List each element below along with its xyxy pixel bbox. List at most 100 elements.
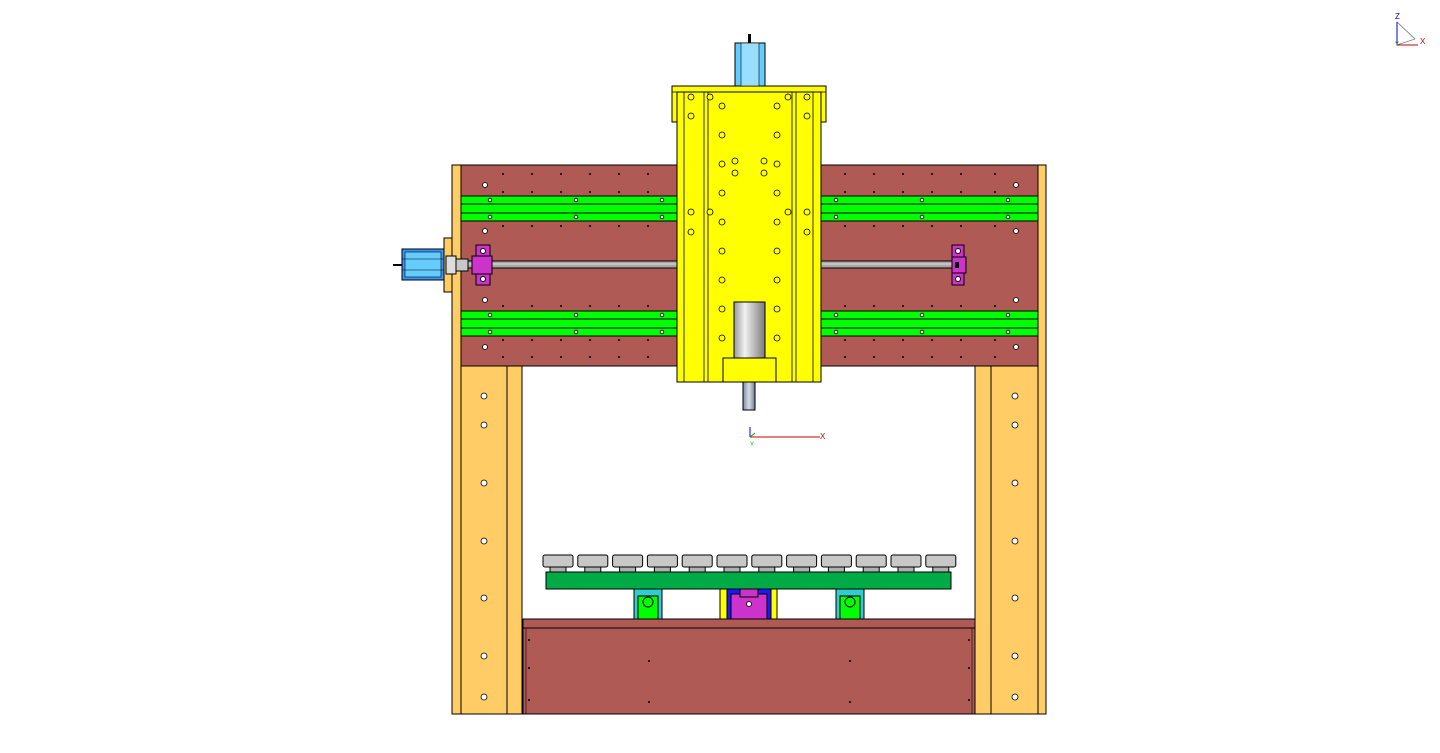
gantry-dot — [873, 191, 875, 193]
gantry-dot — [502, 173, 504, 175]
rail-hole — [659, 214, 665, 220]
table-clamp — [925, 554, 957, 573]
carriage-hole — [687, 228, 695, 236]
machine-bed — [522, 618, 976, 715]
carriage-hole — [718, 305, 726, 313]
bed-dot — [528, 699, 530, 701]
rail-hole — [659, 329, 665, 335]
gantry-dot — [873, 356, 875, 358]
carriage-hole — [773, 334, 781, 342]
rail-hole — [833, 312, 839, 318]
bed-dot — [528, 639, 530, 641]
gantry-dot — [960, 356, 962, 358]
rail-hole — [573, 197, 579, 203]
rail-hole — [919, 214, 925, 220]
carriage-hole — [773, 160, 781, 168]
gantry-dot — [844, 339, 846, 341]
carriage-hole — [773, 276, 781, 284]
rail-hole — [919, 197, 925, 203]
gantry-dot — [844, 173, 846, 175]
gantry-dot — [931, 225, 933, 227]
upright-hole — [480, 421, 488, 429]
upright-hole — [480, 537, 488, 545]
gantry-dot — [589, 191, 591, 193]
upright-hole — [1011, 421, 1019, 429]
bed-dot — [968, 667, 970, 669]
bed-dot — [849, 660, 851, 662]
gantry-dot — [618, 173, 620, 175]
gantry-hole — [1013, 297, 1019, 303]
gantry-dot — [844, 356, 846, 358]
carriage-hole — [718, 247, 726, 255]
left-bearing-block — [471, 244, 493, 286]
gantry-dot — [618, 305, 620, 307]
gantry-dot — [560, 339, 562, 341]
rail-hole — [833, 214, 839, 220]
gantry-dot — [902, 305, 904, 307]
upright-hole — [1011, 392, 1019, 400]
gantry-dot — [647, 356, 649, 358]
z-axis-stepper-motor — [734, 34, 766, 87]
right-bearing-block — [951, 244, 967, 286]
gantry-dot — [873, 339, 875, 341]
rail-hole — [573, 312, 579, 318]
gantry-hole — [482, 297, 488, 303]
bed-dot — [648, 660, 650, 662]
gantry-dot — [931, 305, 933, 307]
gantry-dot — [931, 356, 933, 358]
tool-triad-x-label: X — [820, 432, 826, 441]
spindle — [722, 301, 777, 411]
upright-hole — [1011, 594, 1019, 602]
gantry-hole — [1013, 344, 1019, 350]
carriage-hole — [718, 102, 726, 110]
gantry-dot — [994, 191, 996, 193]
carriage-hole — [773, 247, 781, 255]
table-clamp — [612, 554, 644, 573]
carriage-hole — [718, 160, 726, 168]
gantry-dot — [618, 339, 620, 341]
gantry-dot — [931, 191, 933, 193]
gantry-dot — [560, 191, 562, 193]
work-table — [545, 571, 952, 590]
carriage-hole — [718, 189, 726, 197]
carriage-hole — [706, 208, 714, 216]
gantry-dot — [873, 225, 875, 227]
carriage-hole — [803, 208, 811, 216]
rail-hole — [573, 214, 579, 220]
rail-hole — [919, 312, 925, 318]
gantry-dot — [873, 305, 875, 307]
table-clamp — [820, 554, 852, 573]
gantry-dot — [531, 225, 533, 227]
rail-hole — [1005, 214, 1011, 220]
gantry-dot — [931, 339, 933, 341]
bed-dot — [528, 667, 530, 669]
gantry-dot — [560, 225, 562, 227]
gantry-dot — [647, 225, 649, 227]
table-clamp — [716, 554, 748, 573]
upright-hole — [1011, 479, 1019, 487]
carriage-hole — [803, 228, 811, 236]
carriage-hole — [706, 93, 714, 101]
gantry-hole — [1013, 228, 1019, 234]
carriage-hole — [687, 208, 695, 216]
carriage-hole — [803, 112, 811, 120]
rail-hole — [659, 312, 665, 318]
bed-dot — [968, 639, 970, 641]
carriage-hole — [718, 131, 726, 139]
carriage-hole — [718, 276, 726, 284]
carriage-hole — [731, 157, 739, 165]
table-clamp — [681, 554, 713, 573]
gantry-dot — [994, 356, 996, 358]
gantry-dot — [531, 305, 533, 307]
gantry-dot — [560, 305, 562, 307]
carriage-hole — [687, 93, 695, 101]
gantry-dot — [647, 305, 649, 307]
upright-hole — [1011, 693, 1019, 701]
gantry-hole — [482, 228, 488, 234]
gantry-dot — [960, 305, 962, 307]
table-clamp — [786, 554, 818, 573]
gantry-dot — [647, 191, 649, 193]
triad-z-label: Z — [1395, 12, 1400, 21]
